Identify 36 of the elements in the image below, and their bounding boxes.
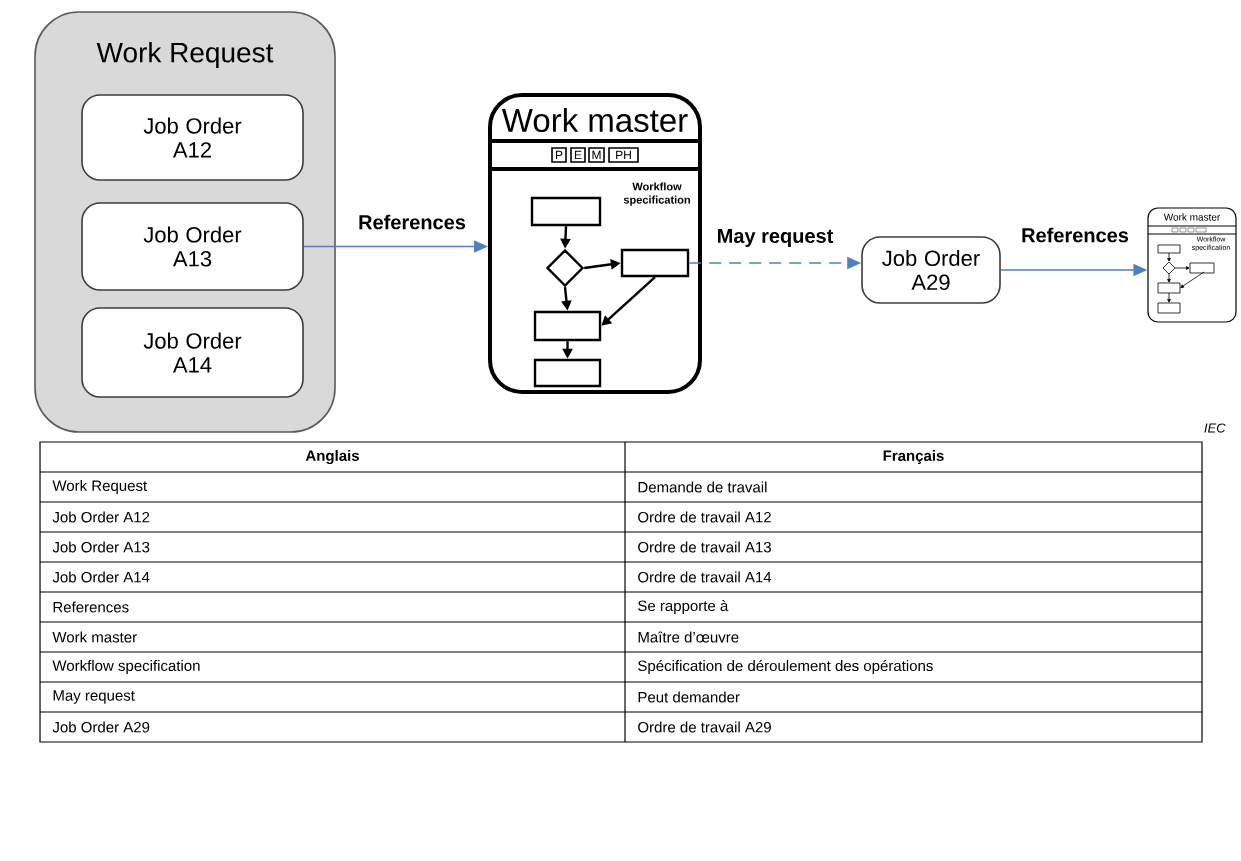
tag-box: PH — [608, 147, 639, 163]
table-cell: Job Order A13 — [52, 541, 150, 553]
table-cell: Ordre de travail A29 — [638, 721, 771, 733]
table-cell: References — [53, 601, 129, 613]
tag-box: M — [588, 147, 605, 163]
tag-box: P — [551, 147, 567, 163]
source-note: IEC — [1204, 423, 1226, 433]
table-cell: Job Order A14 — [52, 571, 150, 583]
process-box — [530, 196, 602, 227]
edge-label: References — [1019, 225, 1131, 245]
table-cell: Se rapporte à — [638, 599, 729, 615]
process-box — [620, 248, 690, 278]
job-order-box: Job Order A12 — [81, 94, 304, 181]
process-box — [533, 358, 602, 388]
job-order-box: Job Order A13 — [81, 202, 304, 291]
table-cell: Work master — [52, 631, 137, 643]
edge-label: References — [356, 212, 468, 232]
table-header: Anglais — [305, 450, 359, 464]
table-cell: Demande de travail — [638, 481, 767, 493]
job-order-box: Job Order A14 — [81, 307, 304, 398]
table-cell: Ordre de travail A14 — [638, 571, 772, 583]
table-cell: Workflow specification — [52, 660, 200, 674]
table-cell: Peut demander — [638, 691, 740, 703]
edge-label: May request — [714, 227, 836, 249]
table-cell: Work Request — [52, 480, 147, 494]
process-box — [533, 310, 602, 342]
table-cell: Spécification de déroulement des opérations — [638, 659, 933, 675]
table-cell: Job Order A29 — [52, 721, 150, 733]
table-cell: Ordre de travail A12 — [638, 511, 771, 523]
table-cell: Job Order A12 — [52, 511, 150, 523]
job-order-box: Job Order A29 — [861, 236, 1001, 304]
table-cell: May request — [53, 690, 135, 704]
tag-box: E — [570, 147, 586, 163]
table-header: Français — [883, 450, 944, 464]
table-cell: Ordre de travail A13 — [638, 541, 771, 553]
table-cell: Maître d’œuvre — [638, 631, 739, 643]
